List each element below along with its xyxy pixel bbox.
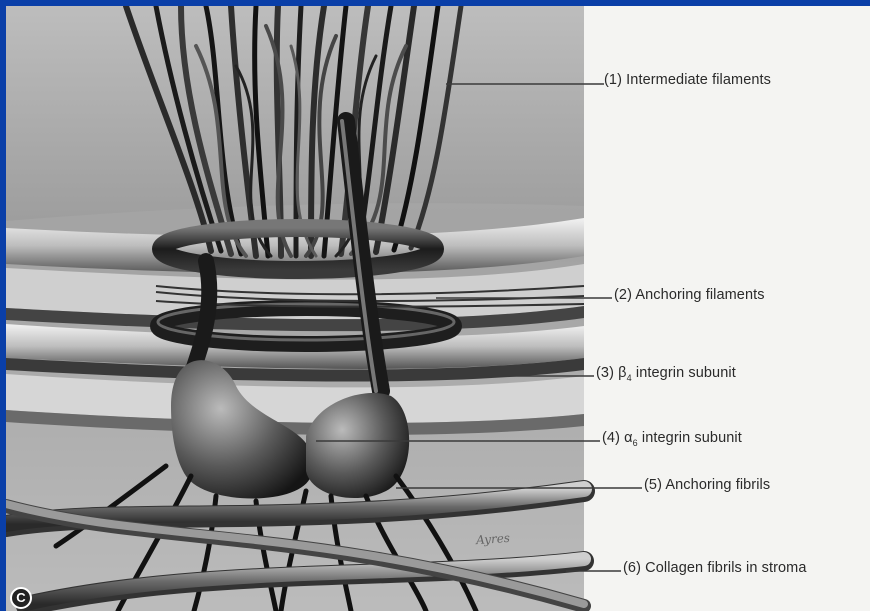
label-collagen-fibrils: (6) Collagen fibrils in stroma	[623, 560, 807, 576]
label-anchoring-filaments: (2) Anchoring filaments	[614, 287, 765, 303]
label-beta4-integrin-subunit: (3) β4 integrin subunit	[596, 365, 736, 383]
figure-frame: (1) Intermediate filaments (2) Anchoring…	[6, 6, 870, 611]
hemidesmosome-illustration	[6, 6, 870, 611]
label-alpha6-integrin-subunit: (4) α6 integrin subunit	[602, 430, 742, 448]
label-anchoring-fibrils: (5) Anchoring fibrils	[644, 477, 770, 493]
panel-letter: C	[10, 587, 32, 609]
label-intermediate-filaments: (1) Intermediate filaments	[604, 72, 771, 88]
artist-signature: Ayres	[476, 531, 511, 547]
